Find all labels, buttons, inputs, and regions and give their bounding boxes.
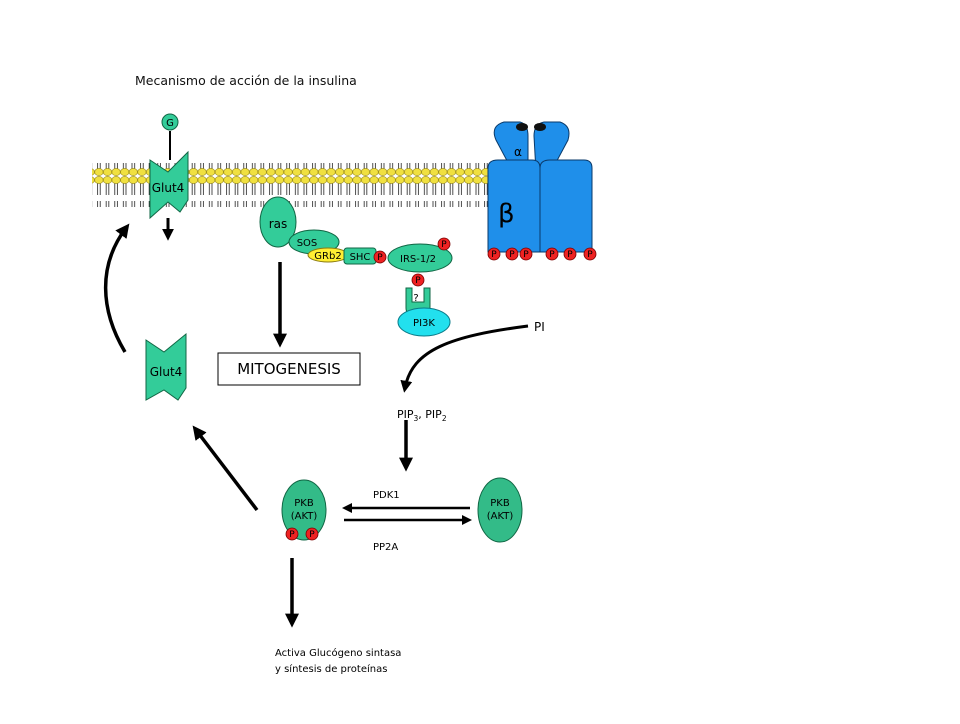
pkb-inactive [477,477,523,543]
pp2a-label: PP2A [373,542,398,553]
outcome-line-2: y síntesis de proteínas [275,663,387,675]
pkb-active-label-2: (AKT) [291,511,318,522]
shc-phospho-label: P [377,253,383,263]
glut4-transporter-membrane [149,150,189,220]
irs-protein [387,243,453,273]
irs-phospho-top-label: P [441,240,447,250]
glut4-translocation-arrow [103,223,130,353]
pkb-phospho-label: P [309,530,315,540]
pkb-phospho [305,527,319,541]
ras-protein [259,196,297,248]
pkb-active [281,479,327,541]
receptor-beta-right [539,159,593,253]
shc-label: SHC [350,252,371,263]
pi-label: PI [534,320,545,334]
receptor-phospho-label: P [567,250,573,260]
glucose-molecule [161,113,179,131]
receptor-phospho-label: P [549,250,555,260]
receptor-phospho [519,247,533,261]
irs-phospho-bottom [411,273,425,287]
receptor-phospho-label: P [491,250,497,260]
pkb-glut4-arrow [192,425,259,512]
receptor-phospho [505,247,519,261]
mitogenesis-label: MITOGENESIS [237,360,341,378]
ras-label: ras [269,217,288,231]
insulin-binding-left [516,123,528,131]
receptor-phospho-label: P [523,250,529,260]
pkb-inactive-label-2: (AKT) [487,511,514,522]
receptor-phospho [563,247,577,261]
irs-label: IRS-1/2 [400,254,436,265]
diagram-title: Mecanismo de acción de la insulina [135,73,357,88]
receptor-phospho [545,247,559,261]
pkb-inactive-label-1: PKB [490,498,510,509]
alpha-label: α [514,145,522,159]
pkb-active-label-1: PKB [294,498,314,509]
receptor-phospho-sites: P P P P P P [487,247,597,261]
pi3k-label: PI3K [413,318,435,329]
glut4-vesicle [145,332,187,401]
pi3k-protein [397,307,451,337]
outcome-line-1: Activa Glucógeno sintasa [275,647,401,659]
pdk1-label: PDK1 [373,490,400,501]
glucose-label: G [166,118,174,129]
shc-phospho [373,250,387,264]
pi-conversion-arrow [400,324,529,393]
sos-label: SOS [297,238,318,249]
receptor-phospho [583,247,597,261]
grb2-label: GRb2 [314,251,341,262]
receptor-phospho [487,247,501,261]
insulin-receptor: α β [487,121,593,253]
glut4-vesicle-label: Glut4 [150,365,183,379]
receptor-phospho-label: P [587,250,593,260]
unknown-label: ? [413,293,418,304]
pkb-phospho [285,527,299,541]
glut4-membrane-label: Glut4 [152,181,185,195]
pkb-phospho-label: P [289,530,295,540]
irs-phospho-top [437,237,451,251]
irs-phospho-bottom-label: P [415,276,421,286]
beta-label: β [498,199,515,229]
mitogenesis-box [217,352,361,386]
insulin-binding-right [534,123,546,131]
pip-label: PIP3, PIP2 [397,408,447,423]
receptor-phospho-label: P [509,250,515,260]
